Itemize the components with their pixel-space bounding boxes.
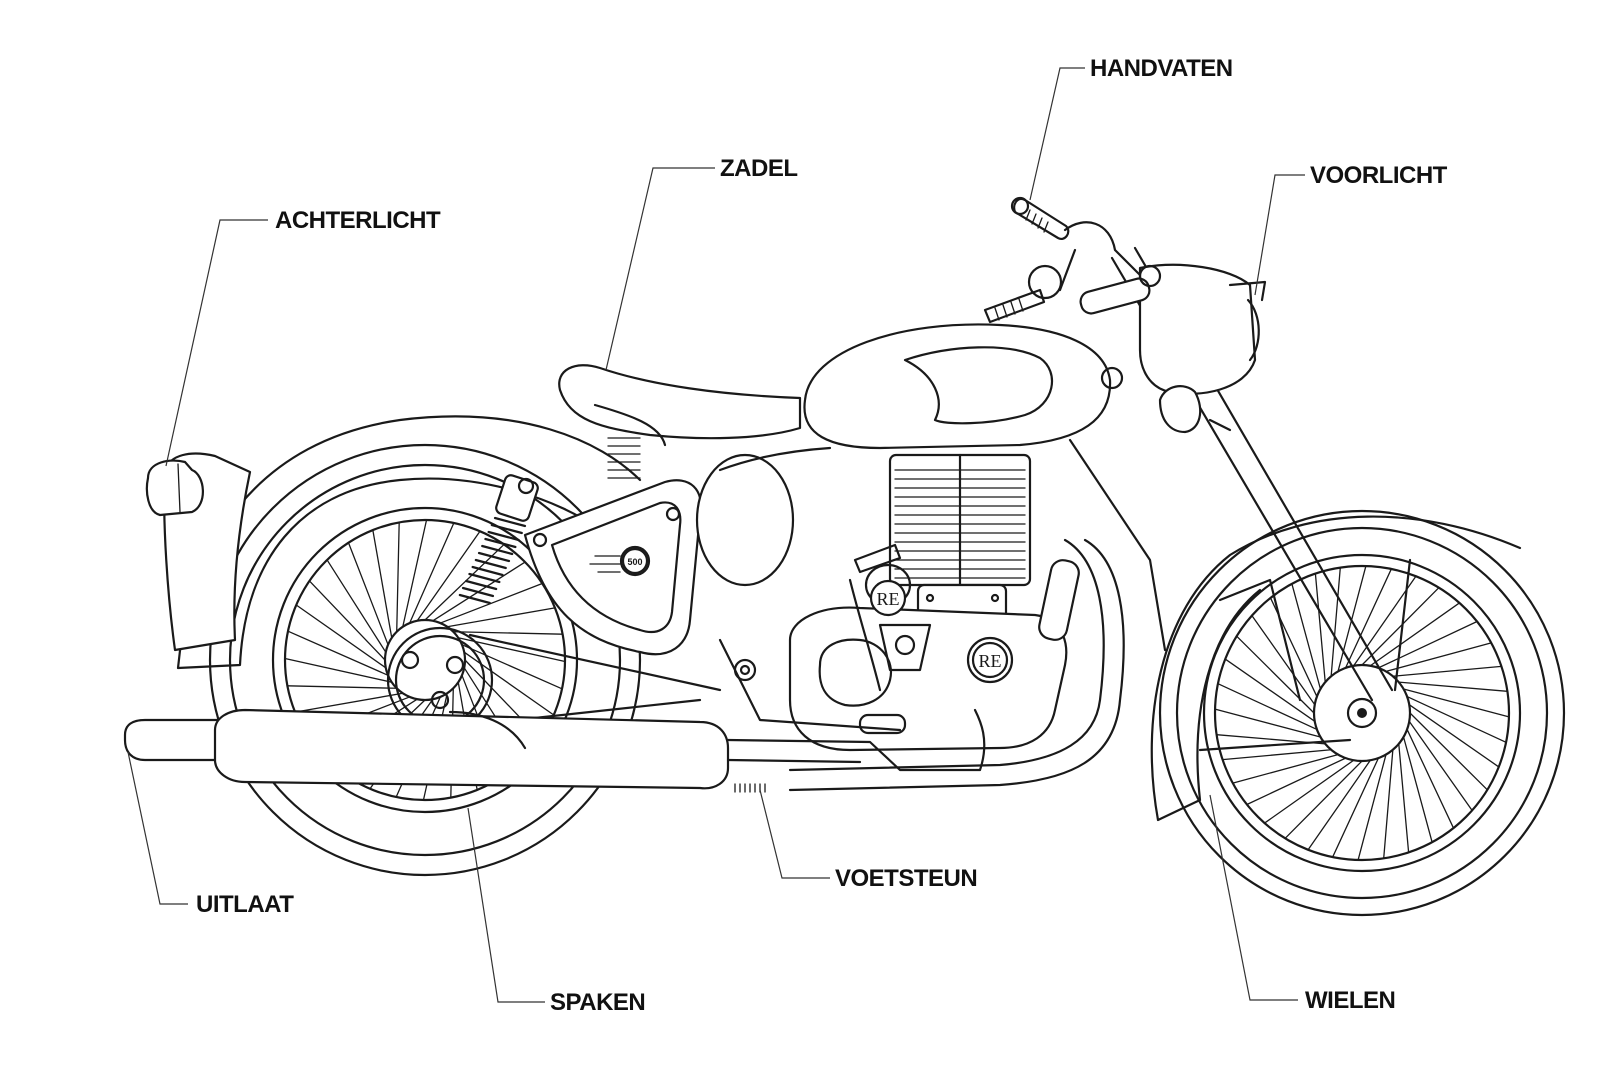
engine-logo-upper: RE: [871, 581, 905, 615]
shock-coil-turn: [469, 574, 499, 582]
spoke: [327, 560, 386, 652]
spoke: [397, 522, 399, 631]
spoke: [453, 632, 562, 634]
fuel-tank: [804, 324, 1122, 448]
engine-logo-lower: RE: [973, 643, 1007, 677]
leader-voorlicht: [1255, 175, 1305, 295]
spoke: [1247, 758, 1346, 804]
leader-zadel: [606, 168, 715, 370]
label-wielen: WIELEN: [1305, 987, 1395, 1014]
motorcycle-drawing: 500 RE RE: [125, 198, 1564, 915]
tank-emblem: 500: [623, 549, 647, 573]
front-mudguard: [1152, 517, 1520, 820]
engine-logo-lower-text: RE: [978, 651, 1001, 671]
leader-wielen: [1210, 795, 1298, 1000]
shock-coil-turn: [485, 539, 515, 547]
oil-filter: [1037, 558, 1081, 642]
spoke: [447, 608, 555, 627]
spoke: [1331, 568, 1340, 677]
spoke: [1399, 744, 1409, 853]
spoke: [348, 543, 388, 645]
spoke: [295, 693, 403, 712]
spoke: [309, 581, 385, 660]
spoke: [410, 523, 454, 623]
spoke: [1407, 729, 1453, 828]
spoke: [373, 530, 392, 638]
label-uitlaat: UITLAAT: [196, 891, 294, 918]
label-zadel: ZADEL: [720, 155, 798, 182]
label-voetsteun: VOETSTEUN: [835, 865, 977, 892]
shock-coil-turn: [460, 595, 490, 603]
handlebar: [985, 198, 1160, 322]
spoke: [1399, 682, 1508, 691]
leader-uitlaat: [128, 752, 188, 904]
spoke: [1223, 750, 1332, 760]
engine-cylinder: [890, 455, 1030, 625]
rear-wheel: [210, 445, 640, 875]
spoke: [1384, 750, 1393, 859]
indicator: [1160, 386, 1200, 432]
label-spaken: SPAKEN: [550, 989, 645, 1016]
engine-logo-upper-text: RE: [876, 589, 899, 609]
shock-coil-turn: [463, 588, 493, 596]
label-handvaten: HANDVATEN: [1090, 55, 1233, 82]
tank-emblem-text: 500: [627, 557, 642, 567]
side-panel: [525, 480, 701, 654]
spoke: [1315, 574, 1325, 683]
headlight: [1140, 265, 1265, 394]
leader-handvaten: [1030, 68, 1085, 200]
front-wheel: [1160, 511, 1564, 915]
spoke: [440, 583, 542, 623]
leader-achterlicht: [166, 220, 268, 466]
spoke: [288, 631, 388, 675]
air-filter: [697, 455, 793, 585]
spoke: [287, 686, 396, 688]
spoke: [1393, 666, 1502, 676]
shock-coil-turn: [466, 581, 496, 589]
spoke: [1378, 622, 1477, 668]
label-achterlicht: ACHTERLICHT: [275, 207, 441, 234]
label-voorlicht: VOORLICHT: [1310, 162, 1448, 189]
leader-voetsteun: [760, 790, 830, 878]
